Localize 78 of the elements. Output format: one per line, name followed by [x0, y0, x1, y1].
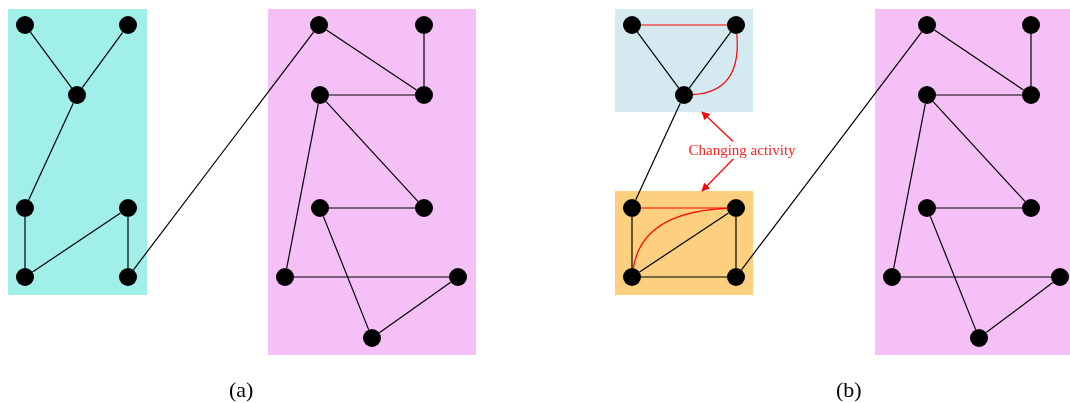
vertex-dot: [310, 16, 328, 34]
vertex-dot: [311, 199, 329, 217]
graph-edge: [638, 212, 730, 273]
vertex-dot: [119, 199, 137, 217]
graph-edge: [28, 102, 74, 201]
graph-edge: [640, 276, 728, 278]
vertex-dot: [276, 268, 294, 286]
vertex-dot: [675, 86, 693, 104]
graph-edge: [423, 33, 425, 87]
vertex-dot: [918, 199, 936, 217]
graph-edge: [328, 207, 416, 209]
region-box: [615, 9, 753, 112]
vertex-dot: [449, 268, 467, 286]
vertex-dot: [1022, 199, 1040, 217]
vertex-dot: [16, 16, 34, 34]
graph-edge: [636, 31, 680, 89]
graph-edge: [328, 94, 416, 96]
graph-edge: [31, 212, 122, 273]
graph-edge: [325, 29, 418, 91]
vertex-dot: [415, 86, 433, 104]
graph-edge: [935, 94, 1023, 96]
vertex-dot: [119, 268, 137, 286]
graph-edge: [81, 31, 124, 89]
vertex-dot: [970, 329, 988, 347]
vertex-dot: [1022, 16, 1040, 34]
graph-edge: [127, 216, 129, 269]
graph-edge: [900, 276, 1052, 278]
vertex-dot: [16, 268, 34, 286]
panel-label: (b): [836, 377, 862, 403]
graph-edge: [378, 281, 452, 334]
vertex-dot: [1051, 268, 1069, 286]
region-box: [875, 9, 1070, 355]
graph-edge: [929, 215, 977, 331]
region-box: [268, 9, 476, 355]
vertex-dot: [311, 86, 329, 104]
vertex-dot: [363, 329, 381, 347]
graph-edge: [132, 31, 315, 271]
vertex-dot: [918, 86, 936, 104]
region-box: [8, 9, 147, 295]
vertex-dot: [727, 199, 745, 217]
graph-edge: [322, 215, 370, 331]
graph-edge: [740, 31, 923, 271]
vertex-dot: [727, 16, 745, 34]
leader-arrow: [701, 111, 734, 143]
graph-edge: [893, 103, 926, 269]
graph-edge: [640, 24, 728, 26]
vertex-dot: [623, 268, 641, 286]
vertex-dot: [16, 199, 34, 217]
vertex-dot: [623, 199, 641, 217]
graph-edge: [325, 101, 419, 202]
graph-edge: [24, 216, 26, 269]
vertex-dot: [883, 268, 901, 286]
graph-edge: [293, 276, 450, 278]
vertex-dot: [918, 16, 936, 34]
vertex-dot: [415, 16, 433, 34]
graph-edge: [635, 102, 681, 201]
region-box: [615, 191, 753, 295]
graph-edge: [735, 216, 737, 269]
graph-edge: [933, 29, 1025, 91]
graph-edge: [688, 31, 732, 89]
vertex-dot: [623, 16, 641, 34]
vertex-dot: [119, 16, 137, 34]
graph-edge: [29, 31, 73, 89]
vertex-dot: [68, 86, 86, 104]
graph-edge: [631, 216, 633, 269]
graph-edge: [935, 207, 1023, 209]
graph-edge: [985, 281, 1054, 334]
graph-edge: [932, 101, 1026, 202]
graph-edge: [286, 103, 319, 269]
vertex-dot: [415, 199, 433, 217]
graph-edge: [692, 33, 738, 96]
graph-edge: [640, 207, 728, 209]
panel-label: (a): [229, 377, 254, 403]
graph-edge: [632, 207, 728, 269]
leader-arrow: [701, 157, 735, 192]
vertex-dot: [727, 268, 745, 286]
vertex-dot: [1022, 86, 1040, 104]
graph-edge: [1030, 33, 1032, 87]
